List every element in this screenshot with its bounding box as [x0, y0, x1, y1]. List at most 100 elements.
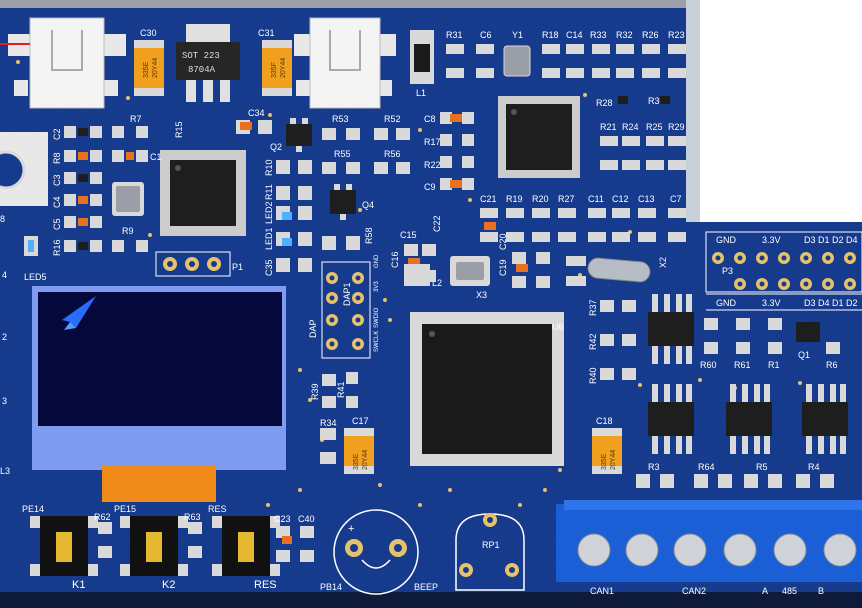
- bottom-silk-labels: PE14 R62 PE15 R63 RES C23 C40 K1 K2 RES …: [22, 504, 500, 592]
- label-dap-pin-b: SWDIO: [374, 307, 380, 328]
- label-k1: K1: [72, 579, 85, 591]
- label-led1: LED1: [264, 227, 274, 250]
- board-edge-top: [0, 0, 862, 8]
- label-c20: C20: [498, 233, 508, 250]
- label-side-4: 4: [2, 270, 7, 280]
- top-silk-labels: C30 C31 C34 Q2 R53 R52 R55 R56 Q4 L1 R31…: [140, 28, 685, 300]
- transistor-q2: [286, 118, 312, 152]
- label-r8: R8: [52, 152, 62, 164]
- label-plus: +: [348, 523, 354, 535]
- label-c6: C6: [480, 30, 492, 40]
- label-c11: C11: [588, 194, 604, 204]
- label-rp1: RP1: [482, 540, 500, 550]
- ic-soic-4: [802, 384, 848, 454]
- label-r40: R40: [588, 367, 598, 384]
- svg-text:8704A: 8704A: [188, 65, 216, 75]
- label-c40: C40: [298, 514, 315, 524]
- label-x3: X3: [476, 290, 487, 300]
- left-silk-labels: C2 R8 C3 C4 C5 R16 C1 R7 R9 LED5 P1 R15 …: [24, 114, 274, 282]
- label-r23: R23: [668, 30, 685, 40]
- label-c2: C2: [52, 128, 62, 140]
- label-hdr-3v3-1: 3.3V: [762, 235, 781, 245]
- label-r3: R3: [648, 462, 660, 472]
- label-r24: R24: [622, 122, 639, 132]
- svg-text:20Y44: 20Y44: [610, 450, 617, 470]
- usb-connector-right: [294, 17, 396, 109]
- label-r7: R7: [130, 114, 142, 124]
- label-r26: R26: [642, 30, 659, 40]
- label-c8: C8: [424, 114, 436, 124]
- label-hdr-3v3-2: 3.3V: [762, 298, 781, 308]
- label-r25: R25: [646, 122, 663, 132]
- label-r16: R16: [52, 239, 62, 256]
- label-side-3: 3: [2, 396, 7, 406]
- label-r63: R63: [184, 512, 201, 522]
- label-led5: LED5: [24, 272, 47, 282]
- label-dap-pin-d: GND: [374, 254, 380, 268]
- label-c1: C1: [150, 152, 162, 162]
- label-r21: R21: [600, 122, 617, 132]
- label-c12: C12: [612, 194, 629, 204]
- label-r4: R4: [808, 462, 820, 472]
- label-hdr-gnd-1: GND: [716, 235, 737, 245]
- label-hdr-gnd-2: GND: [716, 298, 737, 308]
- header-p1: [155, 251, 231, 277]
- label-r39: R39: [310, 383, 320, 400]
- label-485: 485: [782, 586, 797, 596]
- label-b: B: [818, 586, 824, 596]
- label-k2: K2: [162, 579, 175, 591]
- led2: [282, 238, 292, 246]
- label-c5: C5: [52, 218, 62, 230]
- inductor-l2: [404, 264, 430, 286]
- sot223-regulator: SOT 223 8704A: [176, 24, 240, 102]
- ic-soic-3: [726, 384, 772, 454]
- label-r30: R30: [648, 96, 665, 106]
- label-led2: LED2: [264, 201, 274, 224]
- label-r64: R64: [698, 462, 715, 472]
- label-r9: R9: [122, 226, 134, 236]
- label-a: A: [762, 586, 768, 596]
- label-r32: R32: [616, 30, 633, 40]
- label-c31: C31: [258, 28, 275, 38]
- label-hdr-pins-1: D3 D1 D2 D4: [804, 235, 858, 245]
- label-r6: R6: [826, 360, 838, 370]
- label-r62: R62: [94, 512, 111, 522]
- label-r61: R61: [734, 360, 751, 370]
- label-c21: C21: [480, 194, 497, 204]
- label-c9: C9: [424, 182, 436, 192]
- svg-text:335E: 335E: [353, 453, 360, 470]
- label-r27: R27: [558, 194, 575, 204]
- label-r1: R1: [768, 360, 780, 370]
- label-c30: C30: [140, 28, 157, 38]
- label-c13: C13: [638, 194, 655, 204]
- label-r60: R60: [700, 360, 717, 370]
- label-c17: C17: [352, 416, 369, 426]
- transistor-q4: [330, 184, 356, 220]
- ic-qfp-left: [160, 150, 246, 236]
- svg-text:335F: 335F: [271, 62, 278, 78]
- crystal-x2: [566, 256, 651, 286]
- ic-soic-1: [648, 294, 694, 364]
- tantalum-c17: 335E 20Y44 C17: [344, 416, 374, 474]
- led1: [282, 212, 292, 220]
- button-k1: [30, 516, 98, 576]
- svg-text:20Y44: 20Y44: [362, 450, 369, 470]
- label-r15: R15: [174, 121, 184, 138]
- label-r17: R17: [424, 137, 441, 147]
- label-dap-pin-c: SWCLK: [374, 331, 380, 352]
- label-pe14: PE14: [22, 504, 44, 514]
- label-c15: C15: [400, 230, 417, 240]
- tantalum-c31: 335F 20Y44: [262, 40, 292, 96]
- label-dap: DAP: [308, 319, 318, 338]
- label-c3: C3: [52, 174, 62, 186]
- label-q2: Q2: [270, 142, 282, 152]
- label-can2: CAN2: [682, 586, 706, 596]
- label-r5: R5: [756, 462, 768, 472]
- label-side-l3: L3: [0, 466, 10, 476]
- transistor-q1: [796, 322, 820, 342]
- buzzer-beep: [333, 509, 419, 595]
- label-res: RES: [254, 579, 277, 591]
- dap-header: DAP1 DAP 3V3 SWDIO SWCLK GND: [308, 254, 380, 359]
- svg-text:SOT 223: SOT 223: [182, 51, 220, 61]
